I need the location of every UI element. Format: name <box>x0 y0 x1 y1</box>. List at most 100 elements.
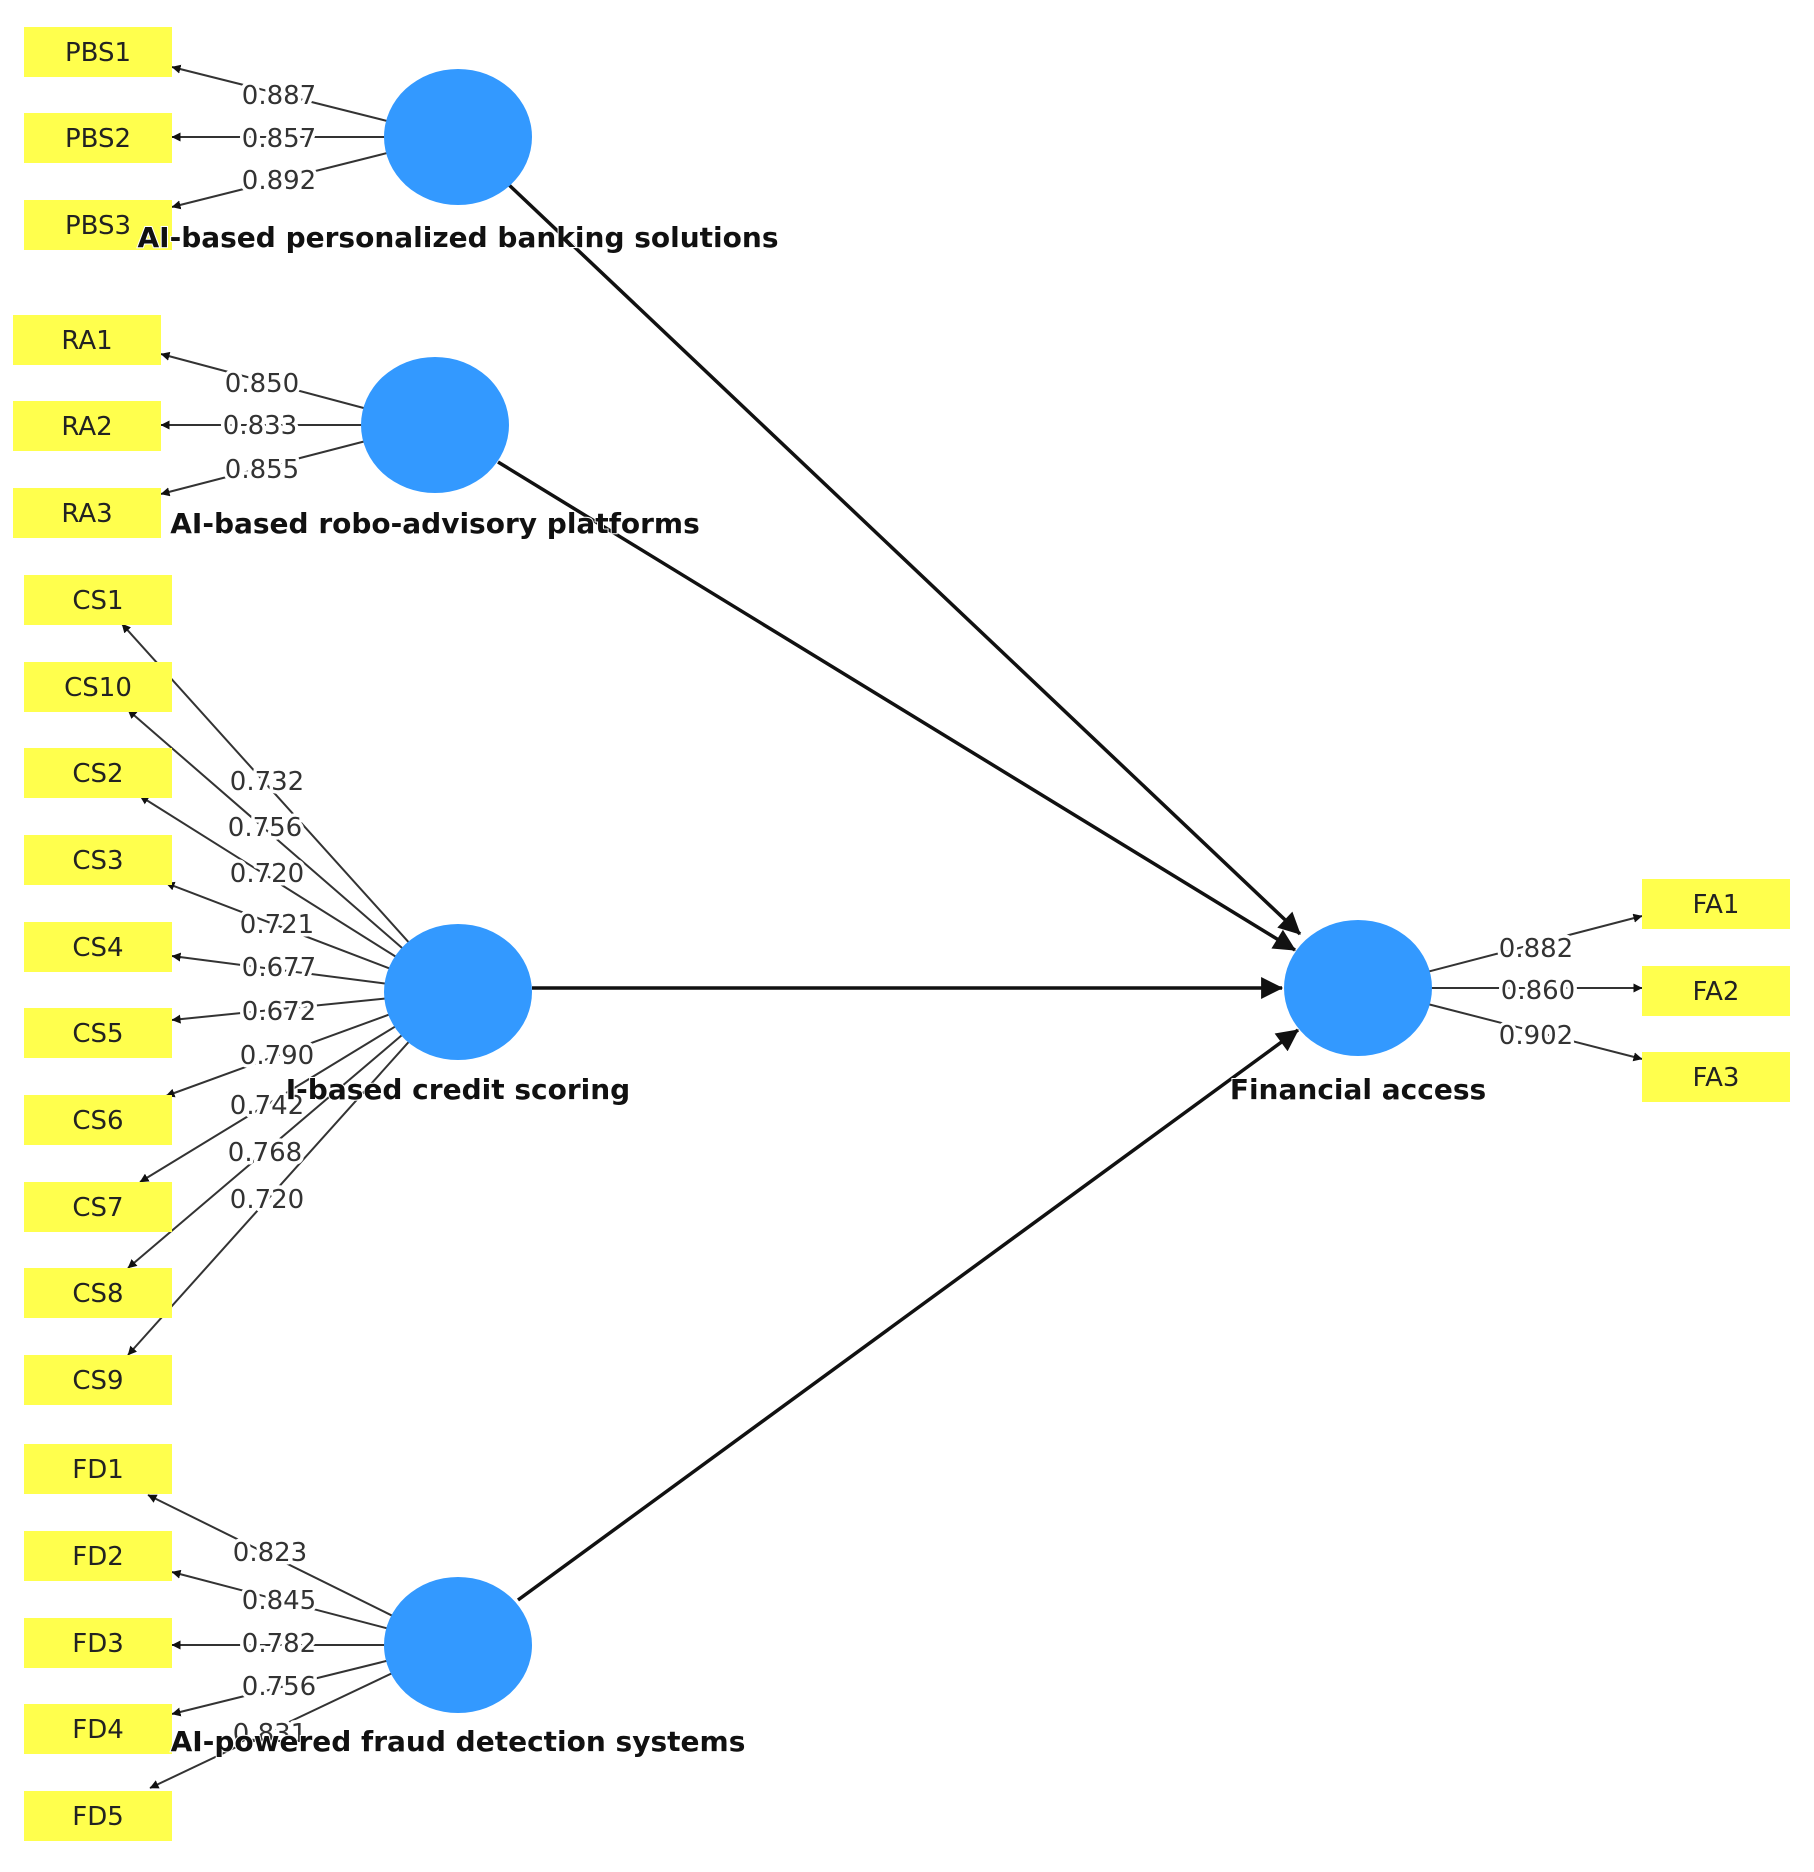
loading-value-cs7: 0.742 <box>230 1091 304 1121</box>
loading-value-fd1: 0.823 <box>233 1538 307 1568</box>
loading-line-cs2 <box>139 795 398 959</box>
indicator-label: CS2 <box>72 759 123 789</box>
indicator-pbs3[interactable]: PBS3 <box>24 200 172 250</box>
loading-value-fa2: 0.860 <box>1501 976 1575 1006</box>
loading-value-cs4: 0.677 <box>242 953 316 983</box>
indicator-box <box>1642 966 1790 1016</box>
path-ra-to-fa <box>497 460 1296 952</box>
indicator-cs8[interactable]: CS8 <box>24 1268 172 1318</box>
loading-line-fa1 <box>1427 913 1643 973</box>
indicator-fa1[interactable]: FA1 <box>1642 879 1790 929</box>
loading-value-ra2: 0.833 <box>223 411 297 441</box>
loading-line-cs4 <box>171 952 387 985</box>
indicator-box <box>24 662 172 712</box>
indicator-pbs2[interactable]: PBS2 <box>24 113 172 163</box>
loading-line-pbs3 <box>171 151 389 210</box>
loading-value-cs6: 0.790 <box>240 1041 314 1071</box>
construct-fa[interactable] <box>1284 920 1432 1056</box>
indicator-fd5[interactable]: FD5 <box>24 1791 172 1841</box>
indicator-cs6[interactable]: CS6 <box>24 1095 172 1145</box>
indicator-cs7[interactable]: CS7 <box>24 1182 172 1232</box>
indicator-label: CS6 <box>72 1106 123 1136</box>
indicator-box <box>13 488 161 538</box>
indicator-fd3[interactable]: FD3 <box>24 1618 172 1668</box>
loading-value-ra3: 0.855 <box>225 455 299 485</box>
indicator-label: CS8 <box>72 1279 123 1309</box>
construct-ra[interactable] <box>361 357 509 493</box>
indicator-fd1[interactable]: FD1 <box>24 1444 172 1494</box>
indicator-box <box>13 315 161 365</box>
indicator-label: CS5 <box>72 1019 123 1049</box>
construct-fd[interactable] <box>384 1577 532 1713</box>
indicator-fa3[interactable]: FA3 <box>1642 1052 1790 1102</box>
loading-value-pbs1: 0.887 <box>242 81 316 111</box>
loading-value-pbs2: 0.857 <box>242 124 316 154</box>
indicator-cs4[interactable]: CS4 <box>24 922 172 972</box>
indicator-cs3[interactable]: CS3 <box>24 835 172 885</box>
loading-line-fd4 <box>171 1659 389 1717</box>
loading-value-fd3: 0.782 <box>242 1629 316 1659</box>
indicator-cs10[interactable]: CS10 <box>24 662 172 712</box>
loading-line-fa3 <box>1427 1003 1643 1062</box>
indicator-pbs1[interactable]: PBS1 <box>24 27 172 77</box>
indicator-label: CS3 <box>72 846 123 876</box>
loading-value-cs8: 0.768 <box>228 1138 302 1168</box>
indicator-box <box>24 1531 172 1581</box>
indicator-box <box>24 1704 172 1754</box>
loading-line-cs10 <box>127 709 405 950</box>
nodes: PBS1PBS2PBS3RA1RA2RA3CS1CS10CS2CS3CS4CS5… <box>13 27 1790 1841</box>
indicator-box <box>24 200 172 250</box>
indicator-label: FA1 <box>1693 890 1740 920</box>
indicator-box <box>24 1355 172 1405</box>
construct-pbs[interactable] <box>384 69 532 205</box>
indicator-box <box>24 575 172 625</box>
indicator-fa2[interactable]: FA2 <box>1642 966 1790 1016</box>
indicator-box <box>24 113 172 163</box>
indicator-box <box>24 835 172 885</box>
indicator-box <box>24 1444 172 1494</box>
loading-lines <box>121 64 1643 1789</box>
indicator-box <box>24 1268 172 1318</box>
indicator-label: CS4 <box>72 933 123 963</box>
indicator-box <box>24 1008 172 1058</box>
indicator-label: FD3 <box>72 1629 124 1659</box>
path-pbs-to-fa <box>506 182 1302 936</box>
loading-value-cs2: 0.720 <box>230 859 304 889</box>
indicator-box <box>24 1182 172 1232</box>
indicator-label: RA2 <box>61 412 112 442</box>
indicator-box <box>24 1095 172 1145</box>
indicator-cs9[interactable]: CS9 <box>24 1355 172 1405</box>
indicator-label: CS7 <box>72 1193 123 1223</box>
loading-value-fd5: 0.831 <box>233 1719 307 1749</box>
indicator-ra1[interactable]: RA1 <box>13 315 161 365</box>
indicator-cs2[interactable]: CS2 <box>24 748 172 798</box>
loading-line-cs8 <box>127 1033 404 1269</box>
indicator-box <box>24 748 172 798</box>
construct-label-pbs: AI-based personalized banking solutions <box>137 221 778 254</box>
indicator-label: FA3 <box>1693 1063 1740 1093</box>
loading-line-pbs1 <box>171 64 389 123</box>
indicator-fd4[interactable]: FD4 <box>24 1704 172 1754</box>
indicator-label: RA1 <box>61 326 112 356</box>
loading-line-cs6 <box>165 1013 391 1098</box>
indicator-box <box>24 1791 172 1841</box>
loading-value-fd2: 0.845 <box>242 1586 316 1616</box>
loading-line-fd5 <box>149 1671 394 1789</box>
indicator-label: FD1 <box>72 1455 124 1485</box>
indicator-ra2[interactable]: RA2 <box>13 401 161 451</box>
construct-label-fa: Financial access <box>1230 1073 1486 1106</box>
construct-cs[interactable] <box>384 924 532 1060</box>
loading-value-cs1: 0.732 <box>230 767 304 797</box>
indicator-cs5[interactable]: CS5 <box>24 1008 172 1058</box>
loading-value-cs5: 0.672 <box>242 997 316 1027</box>
loading-line-ra1 <box>160 351 366 410</box>
loading-line-cs3 <box>165 881 392 970</box>
indicator-label: CS9 <box>72 1366 123 1396</box>
indicator-fd2[interactable]: FD2 <box>24 1531 172 1581</box>
indicator-ra3[interactable]: RA3 <box>13 488 161 538</box>
indicator-cs1[interactable]: CS1 <box>24 575 172 625</box>
loading-value-cs9: 0.720 <box>230 1185 304 1215</box>
loading-line-ra3 <box>160 440 366 497</box>
